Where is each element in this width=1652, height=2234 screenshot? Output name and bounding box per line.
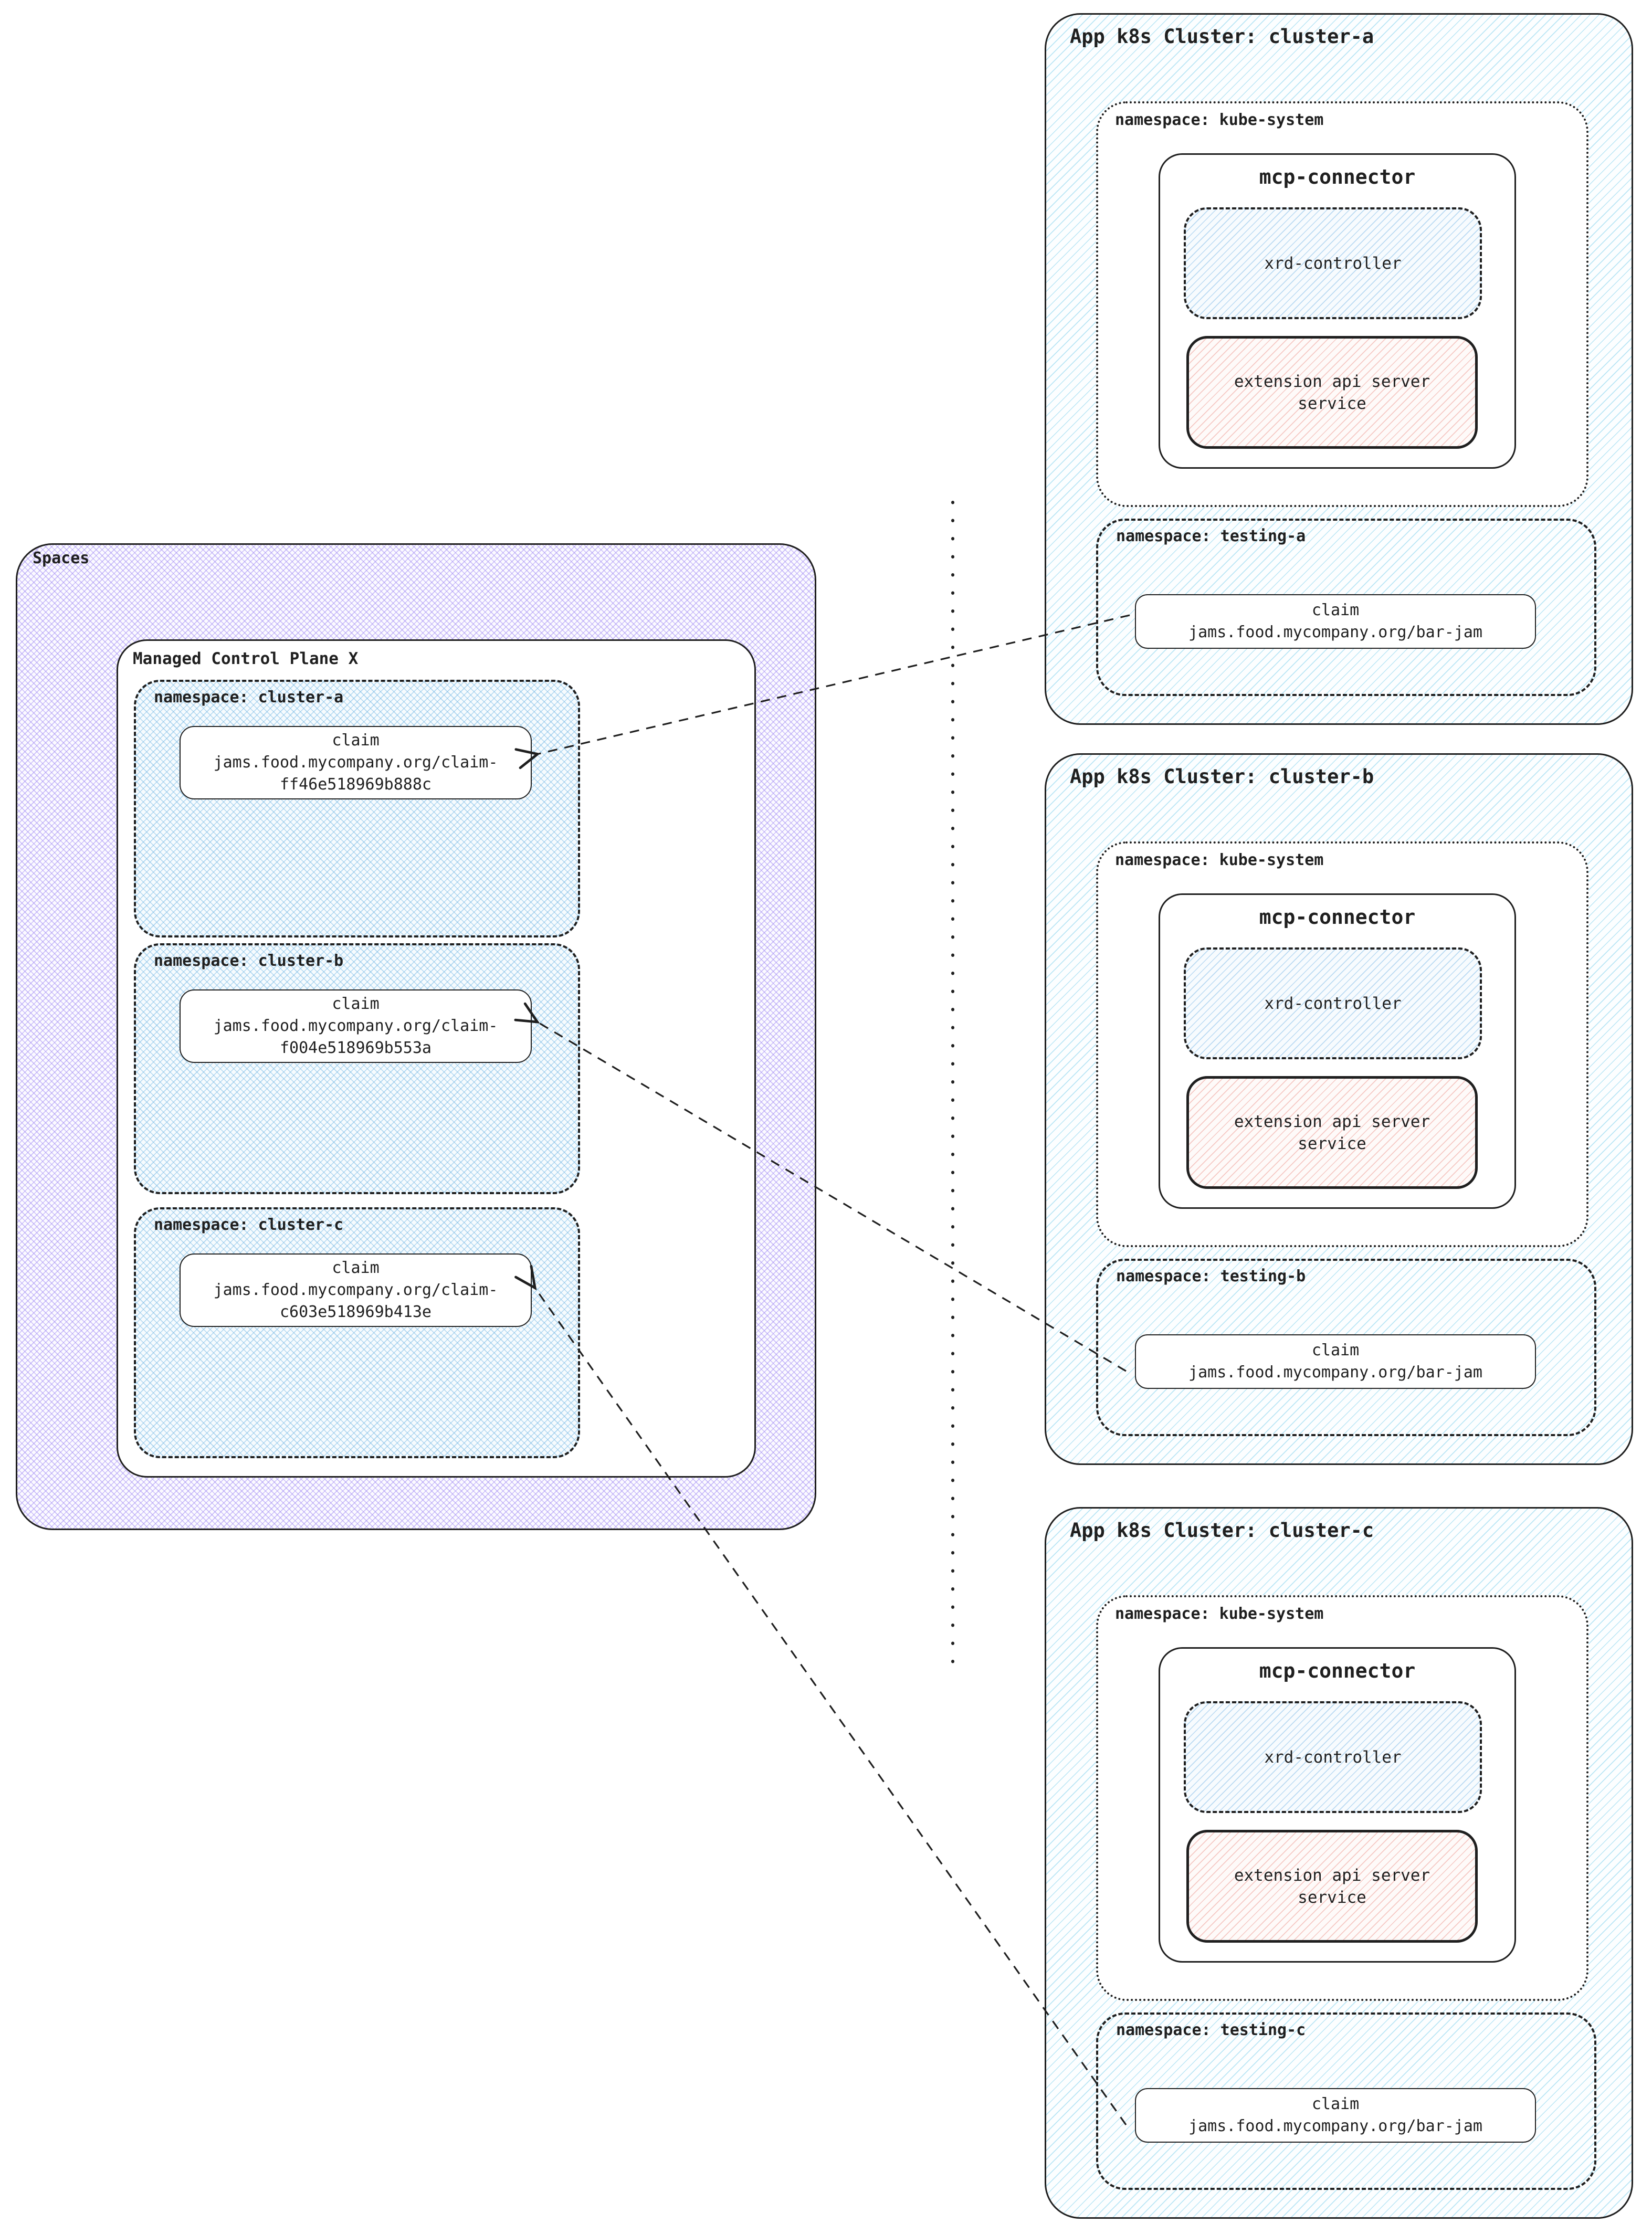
cluster-c-mcp-connector-label: mcp-connector <box>1259 1659 1416 1682</box>
app-cluster-b: App k8s Cluster: cluster-b namespace: ku… <box>1045 753 1633 1465</box>
cluster-a-mcp-connector: mcp-connector xrd-controller extension a… <box>1159 153 1516 469</box>
cluster-b-xrd-controller-label: xrd-controller <box>1264 994 1402 1013</box>
cluster-c-kube-system-label: namespace: kube-system <box>1115 1605 1324 1623</box>
claim-cluster-b-line2: jams.food.mycompany.org/claim- <box>213 1017 498 1035</box>
claim-cluster-c-line3: c603e518969b413e <box>280 1303 432 1321</box>
spaces-title: Spaces <box>33 549 90 567</box>
claim-cluster-c-line2: jams.food.mycompany.org/claim- <box>213 1281 498 1299</box>
app-cluster-a: App k8s Cluster: cluster-a namespace: ku… <box>1045 13 1633 725</box>
cluster-a-xrd-controller-label: xrd-controller <box>1264 254 1402 273</box>
cluster-b-mcp-connector-label: mcp-connector <box>1259 905 1416 929</box>
managed-control-plane-container: Managed Control Plane X namespace: clust… <box>117 639 756 1478</box>
cluster-c-claim-bar-jam: claim jams.food.mycompany.org/bar-jam <box>1135 2088 1536 2143</box>
cluster-c-mcp-connector: mcp-connector xrd-controller extension a… <box>1159 1647 1516 1963</box>
claim-cluster-a-line1: claim <box>332 731 380 750</box>
claim-cluster-c: claim jams.food.mycompany.org/claim- c60… <box>180 1253 532 1327</box>
cluster-c-claim-line1: claim <box>1311 2095 1360 2113</box>
cluster-a-claim-bar-jam: claim jams.food.mycompany.org/bar-jam <box>1135 594 1536 649</box>
cluster-a-ext-api-line1: extension api server <box>1234 372 1430 391</box>
cluster-c-xrd-controller-label: xrd-controller <box>1264 1747 1402 1767</box>
namespace-cluster-b-box: namespace: cluster-b claim jams.food.myc… <box>134 943 580 1194</box>
cluster-b-ext-api-line2: service <box>1298 1134 1366 1153</box>
claim-cluster-b: claim jams.food.mycompany.org/claim- f00… <box>180 989 532 1063</box>
cluster-a-kube-system-label: namespace: kube-system <box>1115 111 1324 129</box>
cluster-a-kube-system-box: namespace: kube-system mcp-connector xrd… <box>1096 101 1588 507</box>
cluster-c-xrd-controller: xrd-controller <box>1184 1701 1482 1813</box>
cluster-c-extension-api-server: extension api server service <box>1186 1830 1478 1943</box>
cluster-b-kube-system-label: namespace: kube-system <box>1115 851 1324 869</box>
cluster-a-xrd-controller: xrd-controller <box>1184 207 1482 319</box>
cluster-a-claim-line1: claim <box>1311 601 1360 619</box>
app-cluster-c-title: App k8s Cluster: cluster-c <box>1070 1519 1374 1542</box>
cluster-a-testing-label: namespace: testing-a <box>1116 527 1306 545</box>
claim-cluster-b-line1: claim <box>332 995 380 1013</box>
claim-cluster-c-line1: claim <box>332 1259 380 1277</box>
managed-control-plane-title: Managed Control Plane X <box>133 649 359 668</box>
cluster-c-kube-system-box: namespace: kube-system mcp-connector xrd… <box>1096 1595 1588 2001</box>
cluster-b-ext-api-line1: extension api server <box>1234 1112 1430 1131</box>
claim-cluster-a-line2: jams.food.mycompany.org/claim- <box>213 753 498 772</box>
cluster-a-claim-line2: jams.food.mycompany.org/bar-jam <box>1188 623 1482 641</box>
app-cluster-b-title: App k8s Cluster: cluster-b <box>1070 765 1374 788</box>
app-cluster-a-title: App k8s Cluster: cluster-a <box>1070 25 1374 48</box>
claim-cluster-a-line3: ff46e518969b888c <box>280 775 432 794</box>
cluster-a-ext-api-line2: service <box>1298 394 1366 413</box>
cluster-b-testing-box: namespace: testing-b claim jams.food.myc… <box>1096 1259 1596 1436</box>
cluster-a-mcp-connector-label: mcp-connector <box>1259 165 1416 188</box>
cluster-b-xrd-controller: xrd-controller <box>1184 947 1482 1059</box>
cluster-c-testing-box: namespace: testing-c claim jams.food.myc… <box>1096 2012 1596 2190</box>
cluster-b-mcp-connector: mcp-connector xrd-controller extension a… <box>1159 893 1516 1209</box>
cluster-a-extension-api-server: extension api server service <box>1186 336 1478 449</box>
namespace-cluster-b-label: namespace: cluster-b <box>154 952 344 970</box>
namespace-cluster-a-box: namespace: cluster-a claim jams.food.myc… <box>134 680 580 937</box>
cluster-c-claim-line2: jams.food.mycompany.org/bar-jam <box>1188 2117 1482 2135</box>
cluster-b-extension-api-server: extension api server service <box>1186 1076 1478 1189</box>
claim-cluster-b-line3: f004e518969b553a <box>280 1039 432 1057</box>
cluster-b-kube-system-box: namespace: kube-system mcp-connector xrd… <box>1096 841 1588 1247</box>
app-cluster-c: App k8s Cluster: cluster-c namespace: ku… <box>1045 1507 1633 2219</box>
cluster-b-testing-label: namespace: testing-b <box>1116 1267 1306 1285</box>
cluster-c-ext-api-line1: extension api server <box>1234 1866 1430 1885</box>
cluster-b-claim-bar-jam: claim jams.food.mycompany.org/bar-jam <box>1135 1334 1536 1389</box>
claim-cluster-a: claim jams.food.mycompany.org/claim- ff4… <box>180 726 532 799</box>
namespace-cluster-c-label: namespace: cluster-c <box>154 1216 344 1234</box>
cluster-c-testing-label: namespace: testing-c <box>1116 2021 1306 2039</box>
namespace-cluster-c-box: namespace: cluster-c claim jams.food.myc… <box>134 1207 580 1458</box>
cluster-c-ext-api-line2: service <box>1298 1888 1366 1907</box>
namespace-cluster-a-label: namespace: cluster-a <box>154 688 344 707</box>
cluster-b-claim-line2: jams.food.mycompany.org/bar-jam <box>1188 1363 1482 1382</box>
cluster-a-testing-box: namespace: testing-a claim jams.food.myc… <box>1096 519 1596 696</box>
cluster-b-claim-line1: claim <box>1311 1341 1360 1360</box>
